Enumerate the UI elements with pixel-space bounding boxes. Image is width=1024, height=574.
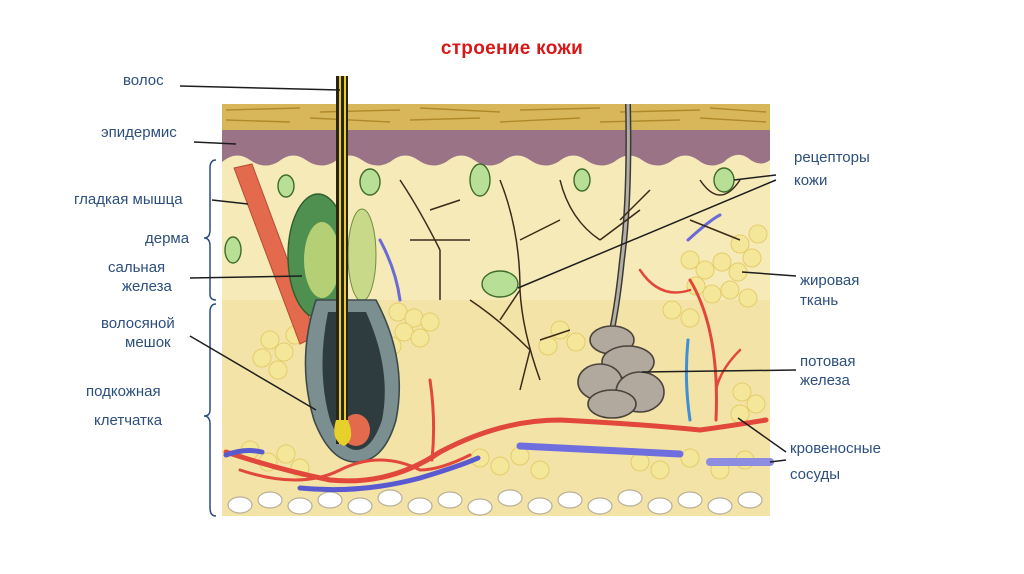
label-receptors-2: кожи: [794, 172, 827, 190]
label-hair-follicle-1: волосяной: [101, 315, 175, 333]
label-hair: волос: [123, 72, 164, 90]
label-sweat-gland-2: железа: [800, 372, 850, 390]
label-receptors-1: рецепторы: [794, 149, 870, 167]
label-blood-vessels-1: кровеносные: [790, 440, 881, 458]
label-sebaceous-gland-1: сальная: [108, 259, 165, 277]
label-blood-vessels-2: сосуды: [790, 466, 840, 484]
label-sebaceous-gland-2: железа: [122, 278, 172, 296]
stratum-corneum: [222, 104, 770, 130]
sebaceous-gland-right: [348, 209, 376, 301]
label-sweat-gland-1: потовая: [800, 353, 855, 371]
label-dermis: дерма: [145, 230, 189, 248]
label-hypodermis-1: подкожная: [86, 383, 161, 401]
label-smooth-muscle: гладкая мышца: [74, 191, 183, 209]
label-hypodermis-2: клетчатка: [94, 412, 162, 430]
label-hair-follicle-2: мешок: [125, 334, 171, 352]
label-fat-tissue-2: ткань: [800, 292, 838, 310]
label-fat-tissue-1: жировая: [800, 272, 859, 290]
left-brackets: [204, 160, 216, 516]
label-epidermis: эпидермис: [101, 124, 177, 142]
